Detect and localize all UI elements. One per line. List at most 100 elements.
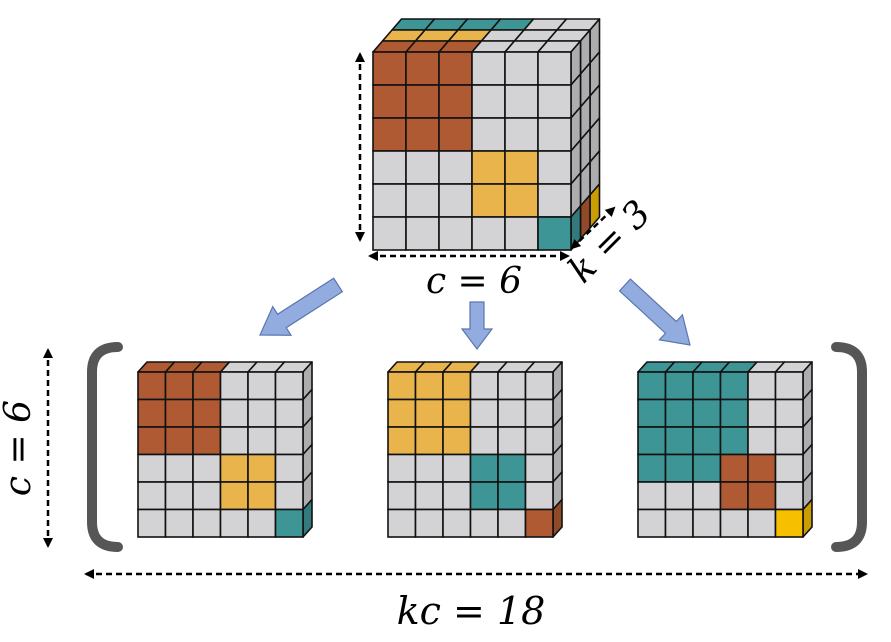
front-cell-gray <box>414 481 444 511</box>
front-cell-gray <box>774 398 804 428</box>
front-cell-gray <box>774 453 804 483</box>
front-cell-amber <box>387 426 417 456</box>
front-cell-gray <box>192 481 222 511</box>
front-cell-gray <box>387 508 417 538</box>
front-cell-gray <box>274 481 304 511</box>
front-cell-amber <box>442 398 472 428</box>
front-cell-rust <box>405 84 440 119</box>
front-cell-amber <box>504 150 539 185</box>
front-cell-rust <box>372 84 407 119</box>
front-cell-gray <box>274 453 304 483</box>
front-cell-rust <box>719 453 749 483</box>
front-cell-rust <box>164 398 194 428</box>
front-cell-amber <box>471 150 506 185</box>
front-cell-rust <box>192 426 222 456</box>
front-cell-gray <box>747 398 777 428</box>
front-cell-gray <box>438 150 473 185</box>
front-cell-gray <box>405 216 440 251</box>
front-cell-rust <box>438 117 473 152</box>
front-cell-teal <box>497 481 527 511</box>
front-cell-gray <box>137 453 167 483</box>
left-height-label: c = 6 <box>0 400 39 496</box>
bottom-width-label: kc = 18 <box>397 589 546 633</box>
left-bracket <box>87 342 123 552</box>
front-cell-gray <box>692 508 722 538</box>
front-cell-gray <box>274 398 304 428</box>
front-cell-rust <box>372 51 407 86</box>
front-cell-gray <box>692 481 722 511</box>
front-cell-gray <box>504 84 539 119</box>
front-cell-gray <box>164 481 194 511</box>
front-cell-gray <box>219 398 249 428</box>
front-cell-teal <box>469 481 499 511</box>
front-cell-gray <box>469 426 499 456</box>
front-cell-rust <box>438 51 473 86</box>
top-width-label: c = 6 <box>426 261 522 302</box>
front-cell-teal <box>469 453 499 483</box>
front-cell-rust <box>137 426 167 456</box>
front-cell-gray <box>274 371 304 401</box>
front-cell-rust <box>137 371 167 401</box>
front-cell-gray <box>524 481 554 511</box>
front-cell-teal <box>692 453 722 483</box>
front-cell-gray <box>497 508 527 538</box>
front-cell-gray <box>414 508 444 538</box>
front-cell-gray <box>442 508 472 538</box>
front-cell-amber <box>219 481 249 511</box>
front-cell-amber <box>219 453 249 483</box>
front-cell-rust <box>164 426 194 456</box>
front-cell-gray <box>471 51 506 86</box>
front-cell-amber <box>247 481 277 511</box>
front-cell-amber <box>387 398 417 428</box>
front-cell-gray <box>247 508 277 538</box>
slice-2 <box>387 361 563 538</box>
front-cell-gray <box>774 371 804 401</box>
split-arrow <box>618 278 691 346</box>
front-cell-rust <box>137 398 167 428</box>
front-cell-amber <box>504 183 539 218</box>
front-cell-teal <box>664 398 694 428</box>
front-cell-gray <box>438 216 473 251</box>
front-cell-gray <box>524 398 554 428</box>
front-cell-gray <box>219 371 249 401</box>
front-cell-gray <box>192 453 222 483</box>
front-cell-gray <box>537 183 572 218</box>
front-cell-amber <box>247 453 277 483</box>
split-arrow <box>460 301 494 350</box>
front-cell-teal <box>497 453 527 483</box>
front-cell-rust <box>192 371 222 401</box>
front-cell-teal <box>719 371 749 401</box>
front-cell-gray <box>192 508 222 538</box>
front-cell-gray <box>387 453 417 483</box>
front-cell-gray <box>247 398 277 428</box>
front-cell-gray <box>405 150 440 185</box>
split-arrows <box>259 277 691 350</box>
front-cell-gray <box>219 508 249 538</box>
front-cell-amber <box>442 426 472 456</box>
front-cell-teal <box>537 216 572 251</box>
front-cell-gray <box>438 183 473 218</box>
front-cell-teal <box>664 453 694 483</box>
front-cell-gray <box>372 183 407 218</box>
front-cell-teal <box>664 426 694 456</box>
front-cell-gray <box>414 453 444 483</box>
front-cell-gray <box>637 508 667 538</box>
front-cell-amber <box>387 371 417 401</box>
front-cell-gray <box>524 426 554 456</box>
front-cell-rust <box>719 481 749 511</box>
front-cell-teal <box>637 453 667 483</box>
front-cell-teal <box>692 371 722 401</box>
front-cell-teal <box>692 426 722 456</box>
front-cell-amber <box>414 426 444 456</box>
front-cell-gray <box>274 426 304 456</box>
slice-3 <box>637 361 813 538</box>
front-cell-gray <box>405 183 440 218</box>
front-cell-teal <box>664 371 694 401</box>
front-cell-gray <box>537 84 572 119</box>
front-cell-gray <box>747 508 777 538</box>
front-cell-rust <box>192 398 222 428</box>
front-cell-rust <box>405 51 440 86</box>
front-cell-rust <box>164 371 194 401</box>
front-cell-gray <box>137 508 167 538</box>
